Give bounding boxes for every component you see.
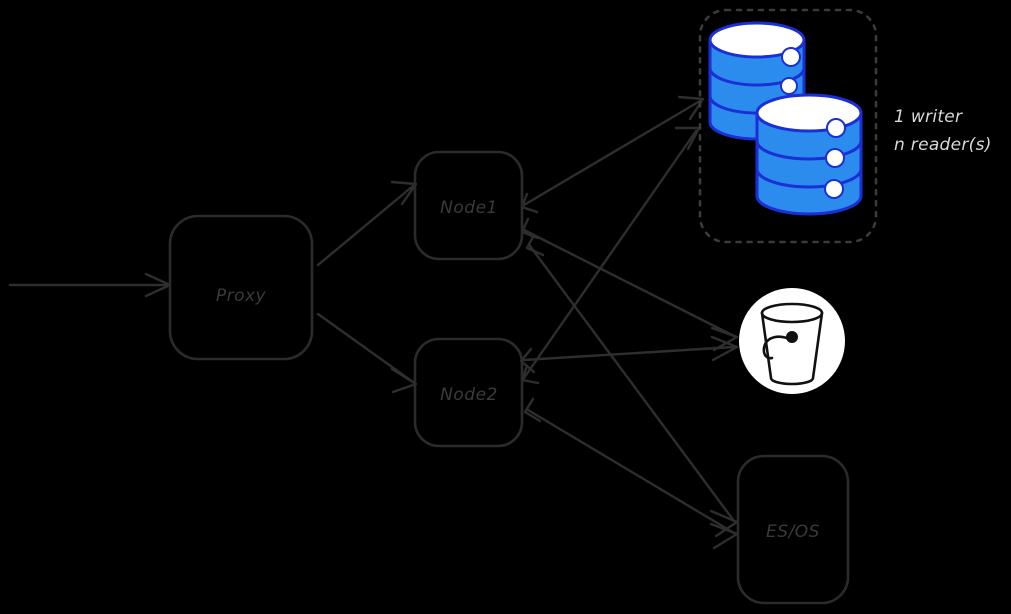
database-annotation: 1 writer n reader(s) xyxy=(894,107,992,155)
node-node2-label: Node2 xyxy=(440,385,498,405)
node-proxy-label: Proxy xyxy=(216,286,267,306)
node-node1-label: Node1 xyxy=(440,198,498,218)
database-annotation-line2: n reader(s) xyxy=(894,135,992,155)
database-indicator-dot xyxy=(826,118,846,138)
node-node1[interactable]: Node1 xyxy=(413,150,524,261)
node-node2[interactable]: Node2 xyxy=(413,337,524,448)
database-indicator-dot xyxy=(780,77,798,95)
database-annotation-line1: 1 writer xyxy=(894,107,963,127)
database-cylinder-front xyxy=(755,93,863,216)
node-esos-label: ES/OS xyxy=(766,522,820,542)
node-esos[interactable]: ES/OS xyxy=(736,454,850,605)
database-cylinders-icon[interactable] xyxy=(708,21,863,216)
database-indicator-dot xyxy=(781,47,801,67)
node-proxy[interactable]: Proxy xyxy=(168,214,314,361)
bucket-icon[interactable] xyxy=(739,288,845,394)
database-group-boundary xyxy=(698,8,878,244)
database-indicator-dot xyxy=(825,148,845,168)
database-indicator-dot xyxy=(824,179,844,199)
